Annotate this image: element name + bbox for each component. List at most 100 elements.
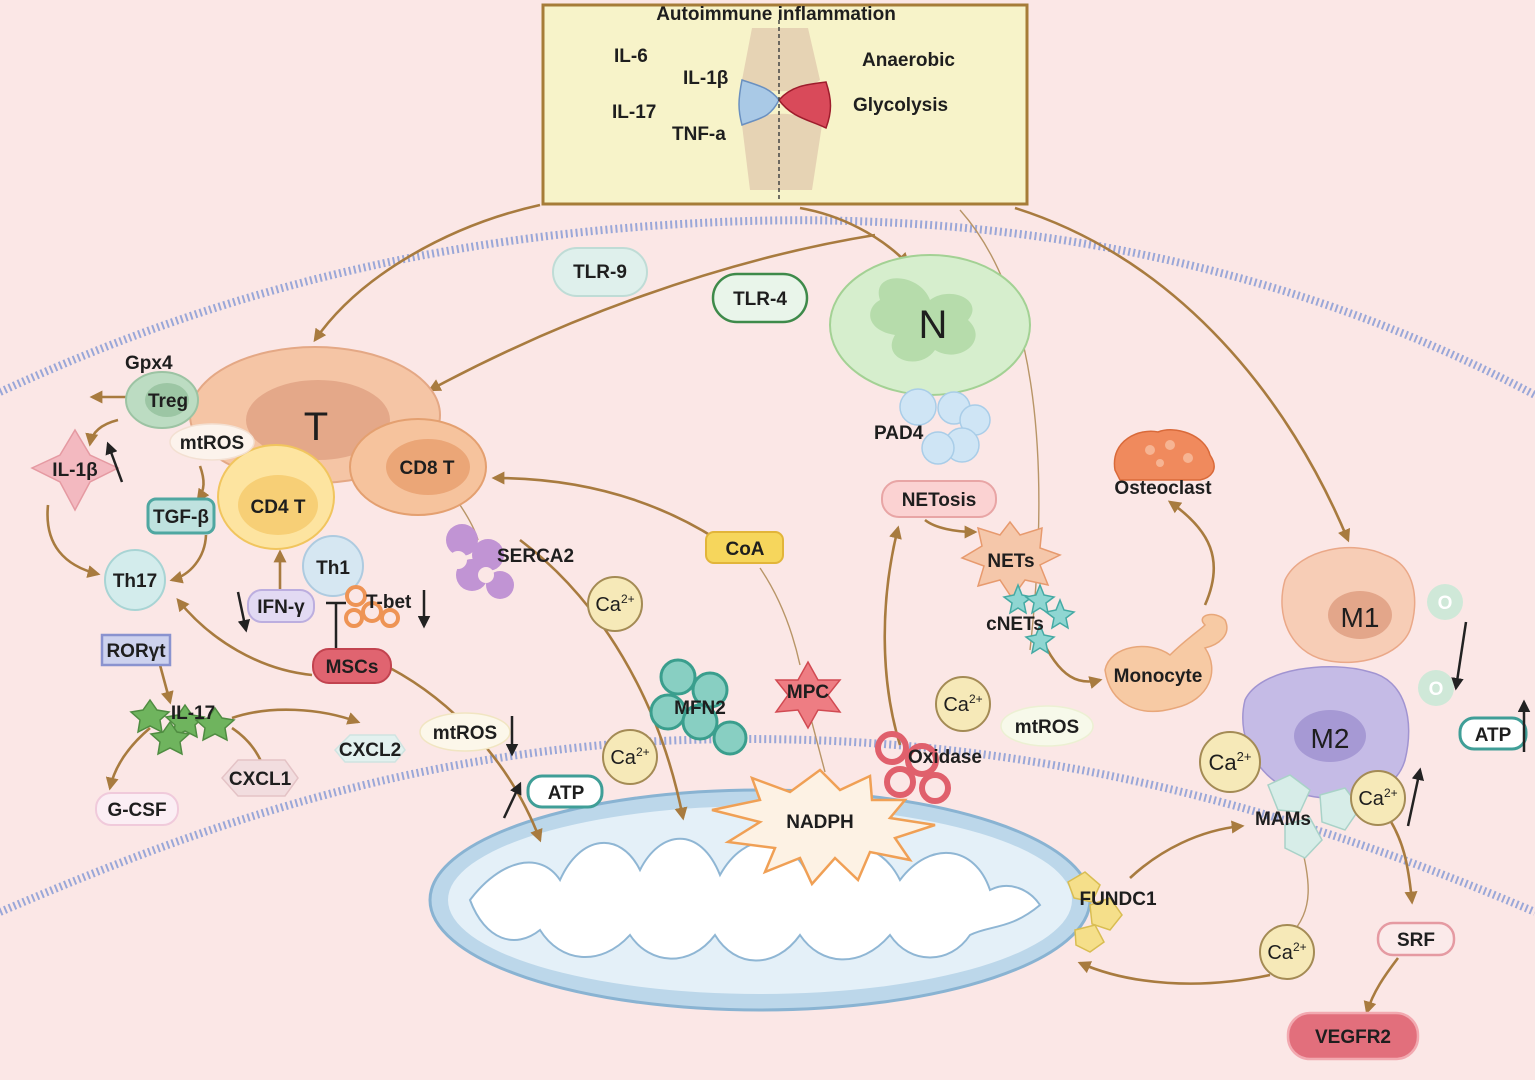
netosis-label: NETosis xyxy=(902,490,977,511)
arrow-ca-to-mito xyxy=(1077,961,1271,985)
arrow-il17-to-cxcl2 xyxy=(231,708,361,725)
arrow-serca2-to-mito xyxy=(519,538,688,821)
tbet-node: T-bet xyxy=(344,585,412,628)
coa-node: CoA xyxy=(705,531,784,564)
atp-1-up-arrow xyxy=(502,781,522,819)
calcium-bubble-6: Ca2+ xyxy=(1259,924,1315,980)
nadph-burst: NADPH xyxy=(711,768,936,887)
arrow-il1b-to-th17 xyxy=(46,504,101,578)
tlr9-label: TLR-9 xyxy=(573,262,627,283)
tlr4-label: TLR-4 xyxy=(733,289,787,310)
svg-text:Ca2+: Ca2+ xyxy=(1209,749,1252,775)
netosis-node: NETosis xyxy=(881,480,997,518)
cd8-label: CD8 T xyxy=(400,458,455,479)
srf-node: SRF xyxy=(1376,921,1456,957)
fundc1-label: FUNDC1 xyxy=(1079,889,1156,910)
il1b-star: IL-1β xyxy=(30,428,120,512)
cnets-label: cNETs xyxy=(986,614,1044,635)
arrow-oxidase-to-netosis xyxy=(883,525,902,746)
mfn2-node: MFN2 xyxy=(649,658,748,756)
th1-cell: Th1 xyxy=(302,535,364,597)
ifng-down-arrow xyxy=(236,591,251,633)
arrow-panel-to-neutrophil xyxy=(799,206,910,266)
lower-cell-membrane xyxy=(0,735,1535,916)
atp-2-label: ATP xyxy=(1475,725,1512,746)
arrow-fundc1-to-mams xyxy=(1129,820,1245,879)
mtros-node-1: mtROS xyxy=(169,423,255,461)
svg-text:Ca2+: Ca2+ xyxy=(1358,786,1397,810)
m2-ca-up-arrow xyxy=(1406,767,1425,827)
osteoclast-cell: Osteoclast xyxy=(1113,429,1215,499)
mtros-node-3: mtROS xyxy=(1000,705,1094,747)
tgfb-node: TGF-β xyxy=(146,497,216,535)
pad4-node: PAD4 xyxy=(874,388,991,465)
th17-label: Th17 xyxy=(113,571,157,592)
atp-1-label: ATP xyxy=(548,783,585,804)
arrow-tgfb-to-th17 xyxy=(169,534,208,584)
arrow-mscs-to-mito xyxy=(389,666,543,843)
fundc1-node: FUNDC1 xyxy=(1067,871,1157,953)
cxcl2-label: CXCL2 xyxy=(339,740,401,761)
m1-macrophage: M1 xyxy=(1281,546,1416,664)
il17-label: IL-17 xyxy=(171,703,215,724)
m1-label: M1 xyxy=(1341,602,1380,633)
vegfr2-node: VEGFR2 xyxy=(1286,1011,1420,1061)
oxygen-down-arrow xyxy=(1451,621,1468,691)
tgfb-label: TGF-β xyxy=(153,507,209,528)
treg-label: Treg xyxy=(148,391,188,412)
arrow-mscs-to-th17 xyxy=(176,597,313,677)
roryt-node: RORγt xyxy=(100,633,172,667)
t-cell-label: T xyxy=(304,405,328,449)
oxidase-label: Oxidase xyxy=(908,747,982,768)
monocyte-cell: Monocyte xyxy=(1104,613,1228,712)
ifng-label: IFN-γ xyxy=(257,597,305,618)
nadph-label: NADPH xyxy=(786,812,854,833)
mpc-label: MPC xyxy=(787,682,830,703)
mscs-inhibits-tbet xyxy=(326,601,346,650)
line-mpc-to-coa xyxy=(759,567,801,666)
il1b-up-arrow xyxy=(105,441,124,483)
vegfr2-label: VEGFR2 xyxy=(1315,1027,1391,1048)
metabolism-anaerobic: Anaerobic xyxy=(862,50,955,71)
arrow-roryt-to-il17 xyxy=(158,664,174,705)
tlr4-receptor: TLR-4 xyxy=(711,272,809,324)
cxcl1-label: CXCL1 xyxy=(229,769,292,790)
svg-text:Ca2+: Ca2+ xyxy=(1267,940,1306,964)
calcium-bubble-4: Ca2+ xyxy=(1199,731,1261,793)
arrow-netosis-to-nets xyxy=(924,518,978,539)
pad4-label: PAD4 xyxy=(874,423,924,444)
o-1-label: O xyxy=(1438,593,1453,614)
autoimmune-inflammation-panel: Autoimmune inflammation IL-6 IL-1β IL-17… xyxy=(541,3,1029,206)
th1-label: Th1 xyxy=(316,558,350,579)
cd8-t-cell: CD8 T xyxy=(349,418,487,516)
gcsf-node: G-CSF xyxy=(95,792,179,826)
cxcl2-node: CXCL2 xyxy=(333,734,406,763)
neutrophil: N xyxy=(829,254,1031,396)
neutrophil-label: N xyxy=(919,303,948,347)
calcium-bubble-1: Ca2+ xyxy=(587,576,643,632)
arrow-srf-to-vegfr2 xyxy=(1363,957,1400,1015)
cd4-label: CD4 T xyxy=(251,497,306,518)
arrow-cnets-to-monocyte xyxy=(1038,634,1103,689)
oxygen-bubble-1: O xyxy=(1427,584,1463,620)
atp-node-2: ATP xyxy=(1458,716,1528,751)
mpc-node: MPC xyxy=(774,660,842,730)
mtros-2-label: mtROS xyxy=(433,723,497,744)
cxcl1-node: CXCL1 xyxy=(220,759,299,797)
arrow-monocyte-to-osteoclast xyxy=(1167,500,1216,606)
m2-macrophage: M2 xyxy=(1242,665,1410,800)
arrow-panel-to-tcell xyxy=(313,203,541,343)
roryt-label: RORγt xyxy=(106,641,166,662)
coa-label: CoA xyxy=(725,539,764,560)
calcium-bubble-3: Ca2+ xyxy=(935,676,991,732)
il17-cluster: IL-17 xyxy=(129,698,236,756)
arrow-ca-to-srf xyxy=(1388,819,1418,905)
mscs-label: MSCs xyxy=(326,657,379,678)
oxidase-node: Oxidase xyxy=(875,731,982,804)
arrow-il17-to-gcsf xyxy=(105,727,151,791)
arrow-panel-to-m1 xyxy=(1014,206,1351,543)
monocyte-label: Monocyte xyxy=(1114,666,1203,687)
svg-text:Ca2+: Ca2+ xyxy=(595,592,634,616)
